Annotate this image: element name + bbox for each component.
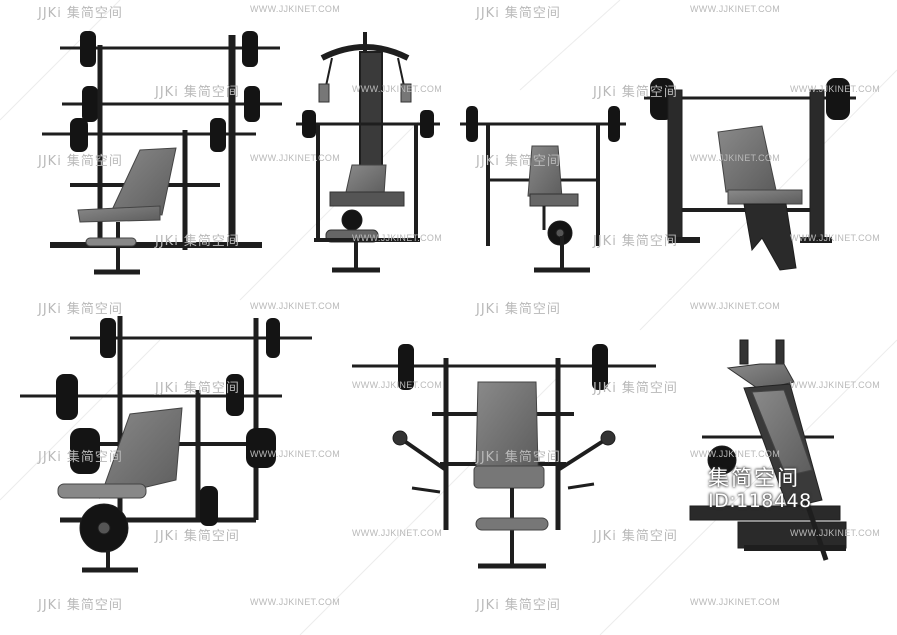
leg-press-machine: [689, 339, 847, 561]
watermark-logo: JJKi 集简空间: [38, 6, 123, 21]
watermark-url: WWW.JJKINET.COM: [690, 4, 780, 14]
watermark-url: WWW.JJKINET.COM: [250, 153, 340, 163]
lat-pulldown-bench: [296, 32, 440, 273]
watermark-url: WWW.JJKINET.COM: [790, 233, 880, 243]
watermark-logo: JJKi 集简空间: [155, 381, 240, 396]
watermark-logo: JJKi 集简空间: [38, 450, 123, 465]
watermark-url: WWW.JJKINET.COM: [250, 597, 340, 607]
adjustable-bench-rack: [644, 78, 856, 271]
watermark-url: WWW.JJKINET.COM: [790, 380, 880, 390]
olympic-rack-bench: [20, 316, 312, 573]
watermark-logo: JJKi 集简空间: [155, 529, 240, 544]
watermark-url: WWW.JJKINET.COM: [352, 528, 442, 538]
watermark-url: WWW.JJKINET.COM: [250, 301, 340, 311]
watermark-url: WWW.JJKINET.COM: [690, 449, 780, 459]
flat-bench-rack: [460, 106, 626, 273]
watermark-logo: JJKi 集简空间: [476, 598, 561, 613]
watermark-logo: JJKi 集简空间: [155, 234, 240, 249]
watermark-logo: JJKi 集简空间: [155, 85, 240, 100]
watermark-logo: JJKi 集简空间: [38, 154, 123, 169]
watermark-logo: JJKi 集简空间: [593, 529, 678, 544]
squat-rack-bench: [42, 31, 282, 275]
preacher-curl-bench: [352, 344, 656, 569]
watermark-url: WWW.JJKINET.COM: [250, 449, 340, 459]
watermark-url: WWW.JJKINET.COM: [690, 301, 780, 311]
watermark-logo: JJKi 集简空间: [593, 381, 678, 396]
watermark-logo: JJKi 集简空间: [38, 302, 123, 317]
watermark-url: WWW.JJKINET.COM: [790, 84, 880, 94]
watermark-logo: JJKi 集简空间: [476, 302, 561, 317]
watermark-logo: JJKi 集简空间: [476, 154, 561, 169]
watermark-url: WWW.JJKINET.COM: [352, 380, 442, 390]
stamp-id: ID:118448: [708, 490, 812, 512]
id-stamp: 集简空间 ID:118448: [708, 466, 812, 512]
watermark-logo: JJKi 集简空间: [476, 450, 561, 465]
watermark-url: WWW.JJKINET.COM: [690, 153, 780, 163]
watermark-url: WWW.JJKINET.COM: [250, 4, 340, 14]
watermark-logo: JJKi 集简空间: [476, 6, 561, 21]
watermark-logo: JJKi 集简空间: [593, 234, 678, 249]
watermark-url: WWW.JJKINET.COM: [352, 84, 442, 94]
watermark-url: WWW.JJKINET.COM: [352, 233, 442, 243]
watermark-url: WWW.JJKINET.COM: [690, 597, 780, 607]
stamp-brand: 集简空间: [708, 466, 800, 490]
watermark-logo: JJKi 集简空间: [38, 598, 123, 613]
watermark-url: WWW.JJKINET.COM: [790, 528, 880, 538]
watermark-logo: JJKi 集简空间: [593, 85, 678, 100]
